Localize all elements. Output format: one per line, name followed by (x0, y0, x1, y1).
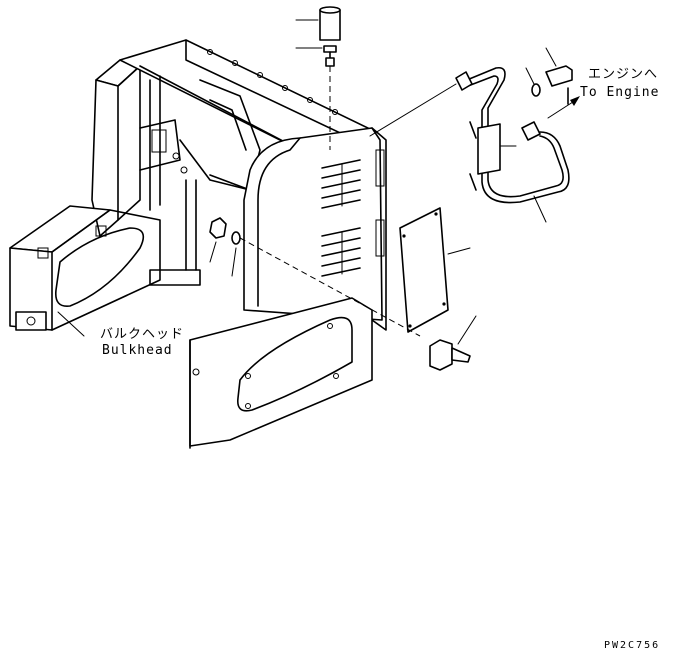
engine-label-jp: エンジンへ (588, 67, 658, 82)
pipe-assembly (369, 66, 570, 223)
bolt-washer-top (525, 47, 573, 105)
drawing-code: PW2C756 (604, 640, 660, 651)
cap-and-fitting (295, 6, 341, 150)
bulkhead-label-jp: バルクヘッド (100, 327, 184, 342)
bolt (429, 315, 477, 371)
bulkhead-frame (9, 39, 373, 331)
louver-vents (321, 159, 361, 277)
engine-label-en: To Engine (580, 85, 659, 100)
nut-washer (209, 217, 421, 337)
cover-plate (399, 207, 471, 333)
bulkhead-label-en: Bulkhead (102, 343, 173, 358)
to-engine-arrow (547, 96, 580, 119)
side-panel (189, 127, 387, 449)
